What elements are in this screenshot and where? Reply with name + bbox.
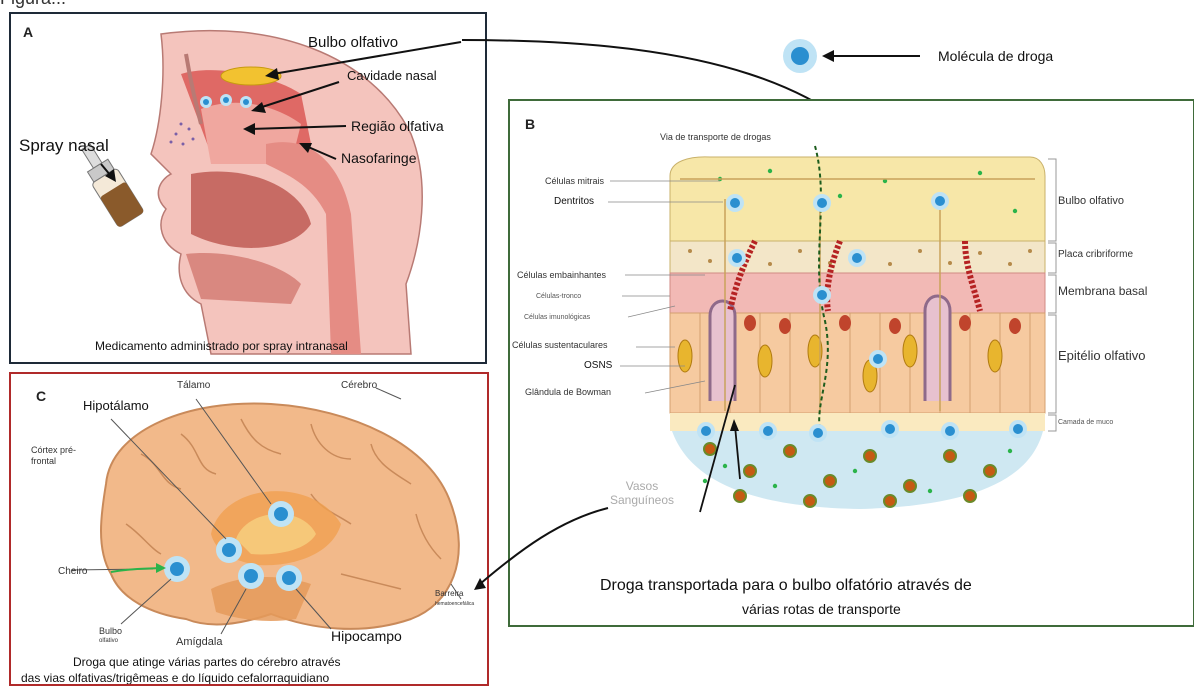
panel-c-caption-line2: das vias olfativas/trigêmeas e do líquid… xyxy=(21,671,329,685)
panel-b-caption-line1: Droga transportada para o bulbo olfatóri… xyxy=(600,577,972,595)
panel-b: B xyxy=(508,99,1194,627)
label-placa-cribriforme: Placa cribriforme xyxy=(1058,249,1133,260)
label-celulas-sustentaculares: Células sustentaculares xyxy=(512,340,608,350)
panel-c: C Tálamo Cérebro Hipotálamo xyxy=(9,372,489,686)
panel-a: A Bulbo olfativo Cavida xyxy=(9,12,487,364)
label-bulbo-c-line2: olfativo xyxy=(99,636,122,646)
label-vasos-line1: Vasos xyxy=(602,479,682,493)
panel-a-caption: Medicamento administrado por spray intra… xyxy=(95,339,348,353)
head-illustration xyxy=(11,14,487,364)
legend: Molécula de droga xyxy=(770,36,1130,76)
brain-illustration xyxy=(11,374,489,686)
label-celulas-tronco: Células-tronco xyxy=(536,293,581,300)
label-cerebro: Cérebro xyxy=(341,380,377,391)
label-celulas-mitrais: Células mitrais xyxy=(545,176,604,186)
label-celulas-imunologicas: Células imunológicas xyxy=(524,314,590,321)
label-barreira: Barreira hematoencefálica xyxy=(435,589,474,609)
legend-molecule-label: Molécula de droga xyxy=(938,48,1053,64)
label-membrana-basal: Membrana basal xyxy=(1058,284,1147,298)
label-cortex-line1: Córtex pré- xyxy=(31,445,76,456)
label-osns: OSNS xyxy=(584,360,612,371)
label-spray-nasal: Spray nasal xyxy=(19,136,109,156)
panel-b-caption-line2: várias rotas de transporte xyxy=(742,601,901,617)
label-barreira-line1: Barreira xyxy=(435,589,474,599)
label-bulbo-c-line1: Bulbo xyxy=(99,626,122,636)
top-title-fragment: Figura... xyxy=(0,0,66,9)
label-via-transporte: Via de transporte de drogas xyxy=(660,132,771,142)
label-cortex-line2: frontal xyxy=(31,456,76,467)
label-hipocampo: Hipocampo xyxy=(331,628,402,644)
olfactory-tissue-illustration xyxy=(510,101,1194,627)
label-celulas-embainhantes: Células embainhantes xyxy=(517,270,606,280)
label-regiao-olfativa: Região olfativa xyxy=(351,118,444,134)
label-vasos-line2: Sanguíneos xyxy=(602,493,682,507)
label-bulbo-olfativo: Bulbo olfativo xyxy=(308,34,398,51)
label-cheiro: Cheiro xyxy=(58,566,87,577)
label-amigdala: Amígdala xyxy=(176,636,222,648)
label-cortex: Córtex pré- frontal xyxy=(31,445,76,467)
label-bulbo-olfativo-c: Bulbo olfativo xyxy=(99,626,122,646)
label-hipotalamo: Hipotálamo xyxy=(83,398,149,413)
label-camada-muco: Camada de muco xyxy=(1058,419,1113,426)
label-vasos: Vasos Sanguíneos xyxy=(602,479,682,507)
label-talamo: Tálamo xyxy=(177,380,210,391)
label-nasofaringe: Nasofaringe xyxy=(341,150,417,166)
panel-c-caption-line1: Droga que atinge várias partes do cérebr… xyxy=(73,655,341,669)
label-epitelio-olfativo: Epitélio olfativo xyxy=(1058,348,1145,363)
label-dentritos: Dentritos xyxy=(554,196,594,207)
label-cavidade-nasal: Cavidade nasal xyxy=(347,68,437,83)
label-barreira-line2: hematoencefálica xyxy=(435,599,474,609)
label-bulbo-olfativo-b: Bulbo olfativo xyxy=(1058,195,1124,207)
label-glandula-bowman: Glândula de Bowman xyxy=(525,387,611,397)
